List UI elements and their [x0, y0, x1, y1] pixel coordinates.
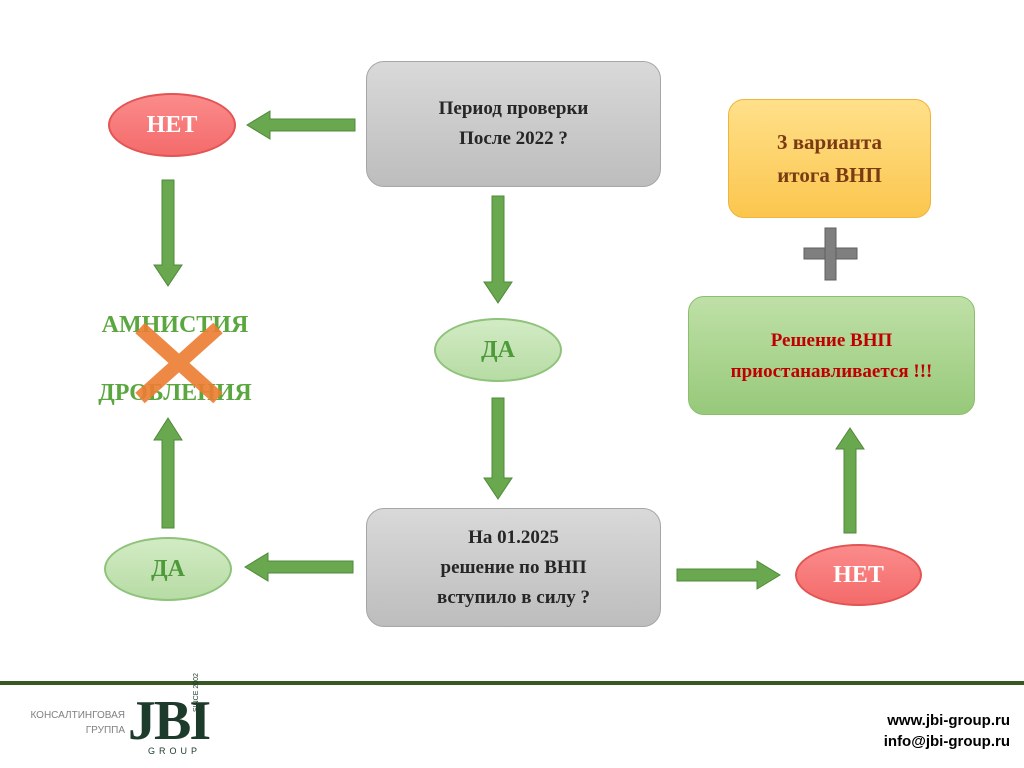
arrow-up-left — [153, 417, 183, 529]
arrow-left-bottom — [244, 552, 354, 582]
contacts: www.jbi-group.ru info@jbi-group.ru — [884, 710, 1010, 752]
website-link[interactable]: www.jbi-group.ru — [887, 712, 1010, 729]
check-period-box: Период проверки После 2022 ? — [366, 61, 661, 187]
splitting-label: ДРОБЛЕНИЯ — [98, 380, 252, 406]
logo-subtitle-1: КОНСАЛТИНГОВАЯ — [30, 710, 125, 721]
no-oval-top: НЕТ — [108, 93, 236, 157]
plus-icon — [803, 227, 858, 281]
logo-group-text: GROUP — [148, 746, 202, 756]
decision-effective-box: На 01.2025 решение по ВНП вступило в сил… — [366, 508, 661, 627]
no-oval-right: НЕТ — [795, 544, 922, 606]
arrow-down-mid-2 — [483, 397, 513, 500]
logo-since-text: SINCE 2002 — [193, 673, 200, 712]
email-link[interactable]: info@jbi-group.ru — [883, 733, 1010, 750]
suspended-box: Решение ВНП приостанавливается !!! — [688, 296, 975, 415]
arrow-left-top — [246, 110, 356, 140]
jbi-logo: JBI — [128, 690, 211, 752]
yes-oval-left: ДА — [104, 537, 232, 601]
flow-arrows — [135, 110, 865, 590]
arrow-right-bottom — [676, 560, 781, 590]
arrow-up-right — [835, 427, 865, 534]
logo-subtitle-2: ГРУППА — [85, 725, 125, 736]
arrow-down-mid-1 — [483, 195, 513, 304]
variants-box: 3 варианта итога ВНП — [728, 99, 931, 218]
arrow-down-left — [153, 179, 183, 287]
footer-divider — [0, 681, 1024, 685]
yes-oval-middle: ДА — [434, 318, 562, 382]
cross-icon — [135, 322, 223, 404]
amnesty-label: АМНИСТИЯ — [101, 312, 249, 338]
